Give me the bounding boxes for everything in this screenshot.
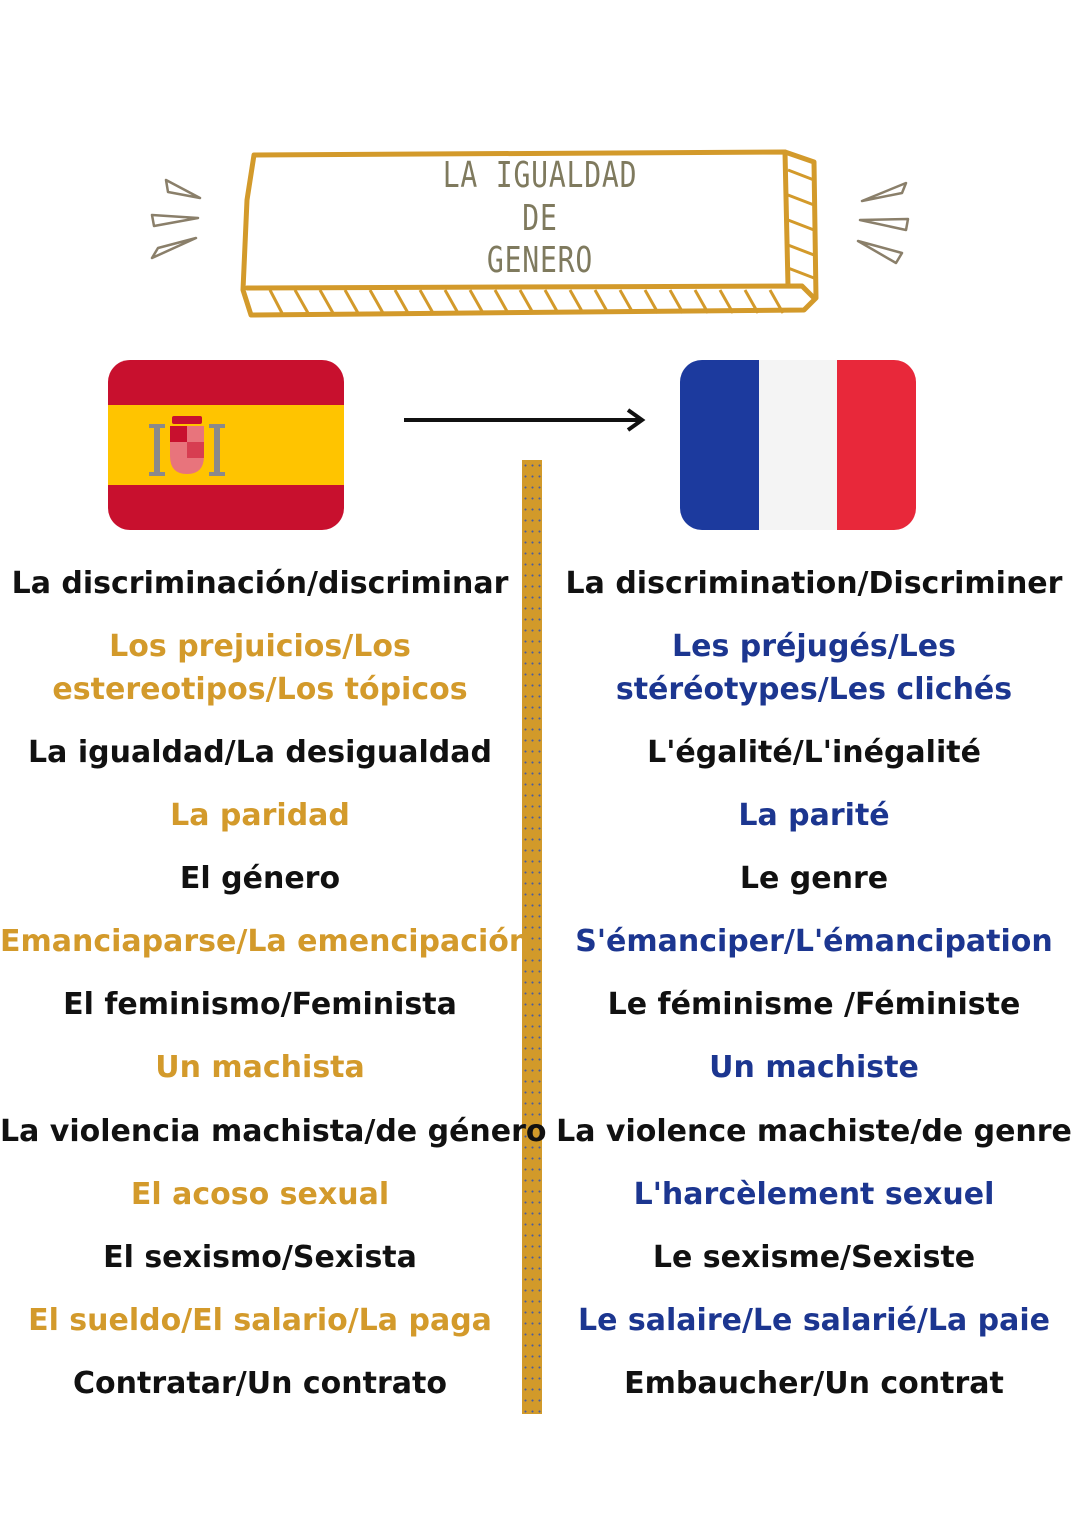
spanish-term-1: La discriminación/discriminar (11, 566, 509, 601)
french-term-5: Le genre (739, 861, 889, 896)
spanish-term-4: La paridad (170, 798, 350, 833)
french-term-4: La parité (738, 798, 890, 833)
right-accent-strokes-icon (856, 181, 910, 265)
french-term-7: Le féminisme /Féministe (607, 987, 1021, 1022)
spanish-term-13: Contratar/Un contrato (73, 1366, 447, 1401)
french-term-2-line-1: Les préjugés/Les (672, 629, 956, 664)
spain-flag-icon (108, 360, 344, 530)
coat-of-arms-icon (149, 416, 225, 476)
spanish-term-9: La violencia machista/de género (0, 1114, 547, 1149)
title-line-3: GENERO (486, 240, 594, 281)
title-line-1: LA IGUALDAD (442, 155, 638, 196)
spanish-term-6: Emanciaparse/La emencipación (0, 924, 531, 959)
column-divider (522, 460, 542, 1414)
french-term-10: L'harcèlement sexuel (633, 1177, 995, 1212)
french-term-1: La discrimination/Discriminer (565, 566, 1063, 601)
france-flag-icon (680, 360, 916, 530)
spanish-term-11: El sexismo/Sexista (103, 1240, 417, 1275)
french-term-9: La violence machiste/de genre (556, 1114, 1072, 1149)
french-term-8: Un machiste (709, 1050, 919, 1085)
left-accent-strokes-icon (150, 178, 202, 260)
french-term-13: Embaucher/Un contrat (624, 1366, 1004, 1401)
french-term-11: Le sexisme/Sexiste (652, 1240, 976, 1275)
title-frame (240, 149, 819, 318)
french-term-3: L'égalité/L'inégalité (647, 735, 981, 770)
spanish-term-2-line-2: estereotipos/Los tópicos (52, 672, 468, 707)
arrow-right-icon (404, 408, 646, 432)
spanish-term-7: El feminismo/Feminista (63, 987, 457, 1022)
spanish-term-2-line-1: Los prejuicios/Los (109, 629, 411, 664)
spanish-term-12: El sueldo/El salario/La paga (28, 1303, 492, 1338)
spanish-term-5: El género (179, 861, 341, 896)
french-term-2-line-2: stéréotypes/Les clichés (615, 672, 1013, 707)
title-line-2: DE (522, 198, 558, 239)
spanish-term-8: Un machista (155, 1050, 365, 1085)
french-term-6: S'émanciper/L'émancipation (575, 924, 1053, 959)
spanish-term-3: La igualdad/La desigualdad (28, 735, 492, 770)
title-box: LA IGUALDAD DE GENERO (130, 140, 950, 330)
spanish-term-10: El acoso sexual (130, 1177, 390, 1212)
french-term-12: Le salaire/Le salarié/La paie (578, 1303, 1050, 1338)
